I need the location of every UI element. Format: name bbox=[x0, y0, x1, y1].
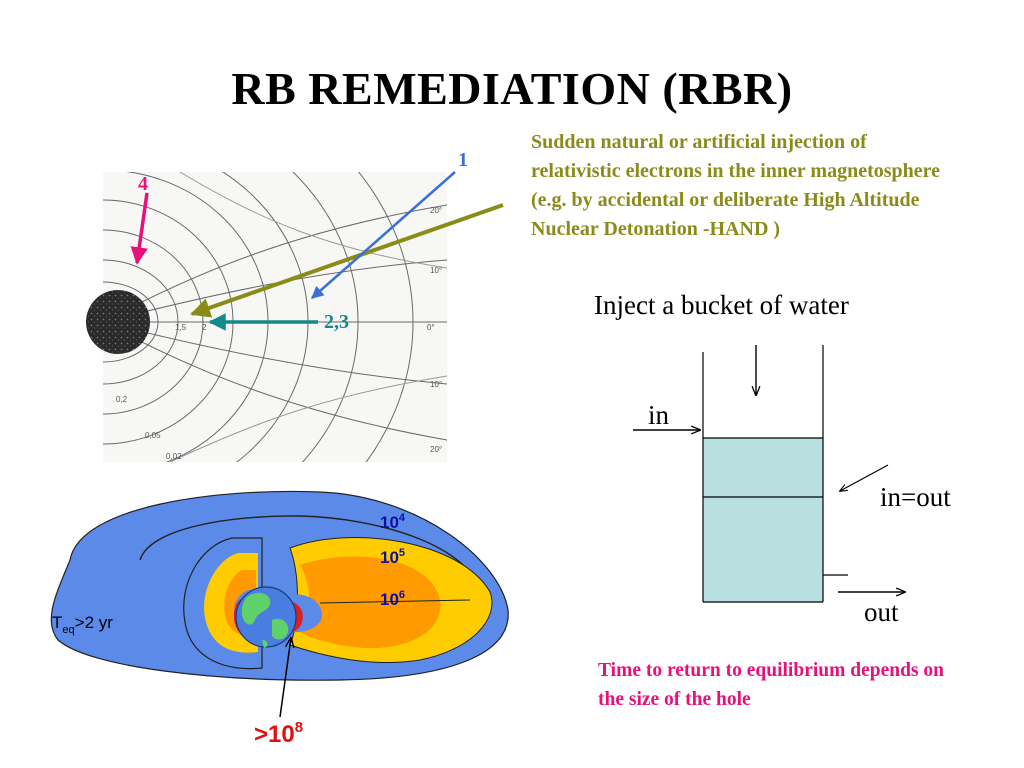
arrow-1-label: 1 bbox=[458, 149, 468, 171]
scale-label: 0,02 bbox=[166, 452, 182, 461]
arrow-4 bbox=[130, 192, 149, 265]
outer-belt-rim bbox=[139, 515, 479, 587]
arrow-4-label: 4 bbox=[138, 173, 148, 195]
scale-label: 20° bbox=[430, 206, 442, 215]
equilibrium-note: Time to return to equilibrium depends on… bbox=[598, 660, 944, 710]
flux-label-1e5: 105 bbox=[380, 547, 405, 567]
scale-label: 2 bbox=[202, 323, 207, 332]
earth-landmass bbox=[272, 618, 289, 640]
bucket-diagram bbox=[633, 345, 905, 603]
arrow-2-3-label: 2,3 bbox=[324, 311, 349, 333]
scale-label: 10° bbox=[430, 380, 442, 389]
injection-arrow bbox=[190, 203, 504, 318]
scale-label: 0° bbox=[427, 323, 435, 332]
bucket-heading: Inject a bucket of water bbox=[594, 290, 849, 320]
earth-landmass bbox=[241, 592, 271, 625]
scale-label: 10° bbox=[430, 266, 442, 275]
belt-axis-line bbox=[319, 599, 471, 604]
in-out-label: in=out bbox=[880, 482, 951, 512]
field-line-map: 20° 10° 0° 10° 20° 0,2 0,05 0,02 1,5 2 bbox=[86, 172, 447, 462]
in-out-pointer bbox=[840, 464, 889, 491]
scale-label: 20° bbox=[430, 445, 442, 454]
scale-label: 0,2 bbox=[116, 395, 128, 404]
arrow-1 bbox=[311, 171, 456, 299]
in-label: in bbox=[648, 400, 670, 430]
map-scale-labels: 20° 10° 0° 10° 20° 0,2 0,05 0,02 1,5 2 bbox=[116, 206, 442, 461]
scale-label: 0,05 bbox=[145, 431, 161, 440]
earth-blob bbox=[86, 290, 150, 354]
earth-landmass bbox=[262, 640, 268, 648]
slide-title: RB REMEDIATION (RBR) bbox=[231, 63, 793, 114]
inner-belt-arrow bbox=[279, 638, 291, 718]
scale-label: 1,5 bbox=[175, 323, 187, 332]
flux-label-1e8: >108 bbox=[254, 719, 303, 748]
injection-note: Sudden natural or artificial injection o… bbox=[531, 131, 941, 240]
out-label: out bbox=[864, 597, 899, 627]
flux-label-1e4: 104 bbox=[380, 512, 406, 532]
water-fill bbox=[703, 438, 823, 602]
flux-label-1e6: 106 bbox=[380, 589, 405, 609]
radiation-belts-illustration bbox=[50, 490, 509, 681]
teq-label: Teq>2 yr bbox=[52, 613, 113, 636]
